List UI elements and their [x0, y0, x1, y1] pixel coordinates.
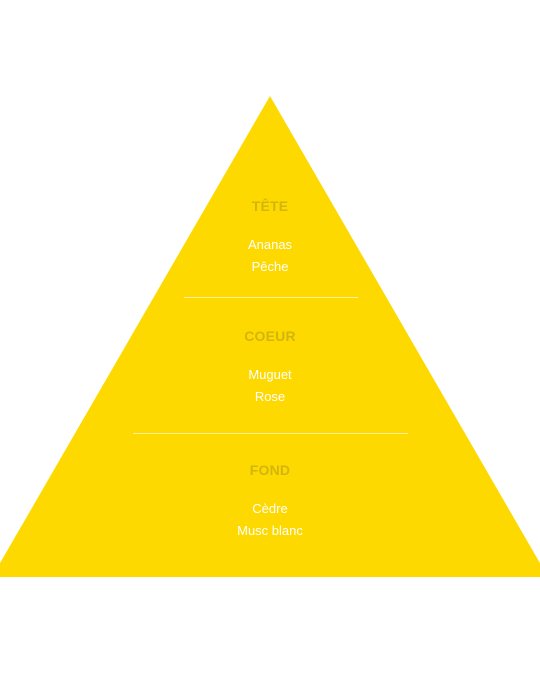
tier-base-title: FOND [249, 462, 291, 478]
tier-heart-notes: Muguet Rose [0, 364, 540, 408]
tier-base-notes: Cèdre Musc blanc [0, 498, 540, 542]
tier-base: FOND Cèdre Musc blanc [0, 461, 540, 542]
tier-heart-title: COEUR [244, 328, 296, 344]
note-item: Musc blanc [237, 523, 303, 538]
note-item: Cèdre [252, 501, 288, 516]
tier-heart: COEUR Muguet Rose [0, 327, 540, 408]
pyramid-triangle [0, 96, 540, 577]
tier-top: TÊTE Ananas Pêche [0, 197, 540, 278]
note-item: Muguet [248, 367, 292, 382]
note-item: Ananas [247, 237, 293, 252]
note-item: Rose [254, 389, 286, 404]
note-item: Pêche [251, 259, 289, 274]
tier-top-title: TÊTE [251, 198, 289, 214]
tier-top-notes: Ananas Pêche [0, 234, 540, 278]
